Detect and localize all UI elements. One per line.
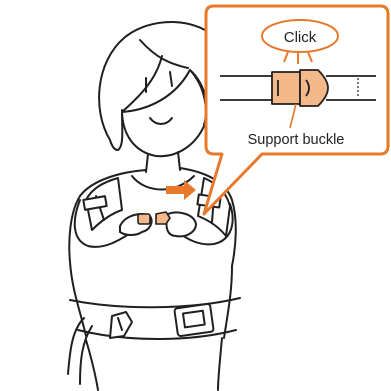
- lower-body: [86, 340, 98, 390]
- lower-body: [218, 338, 222, 390]
- waist-belt-top: [70, 298, 240, 307]
- arrow-right-icon: [166, 180, 196, 200]
- support-buckle-label: Support buckle: [248, 132, 345, 148]
- chest-buckle: [138, 212, 170, 224]
- buckle-male-part: [300, 70, 328, 106]
- click-sound-label: Click: [284, 29, 317, 46]
- chest-buckle-female: [138, 214, 150, 224]
- buckle-female-part: [272, 72, 300, 104]
- waist-belt-label: [174, 304, 214, 337]
- chest-buckle-male: [156, 212, 170, 224]
- right-hand: [166, 212, 196, 236]
